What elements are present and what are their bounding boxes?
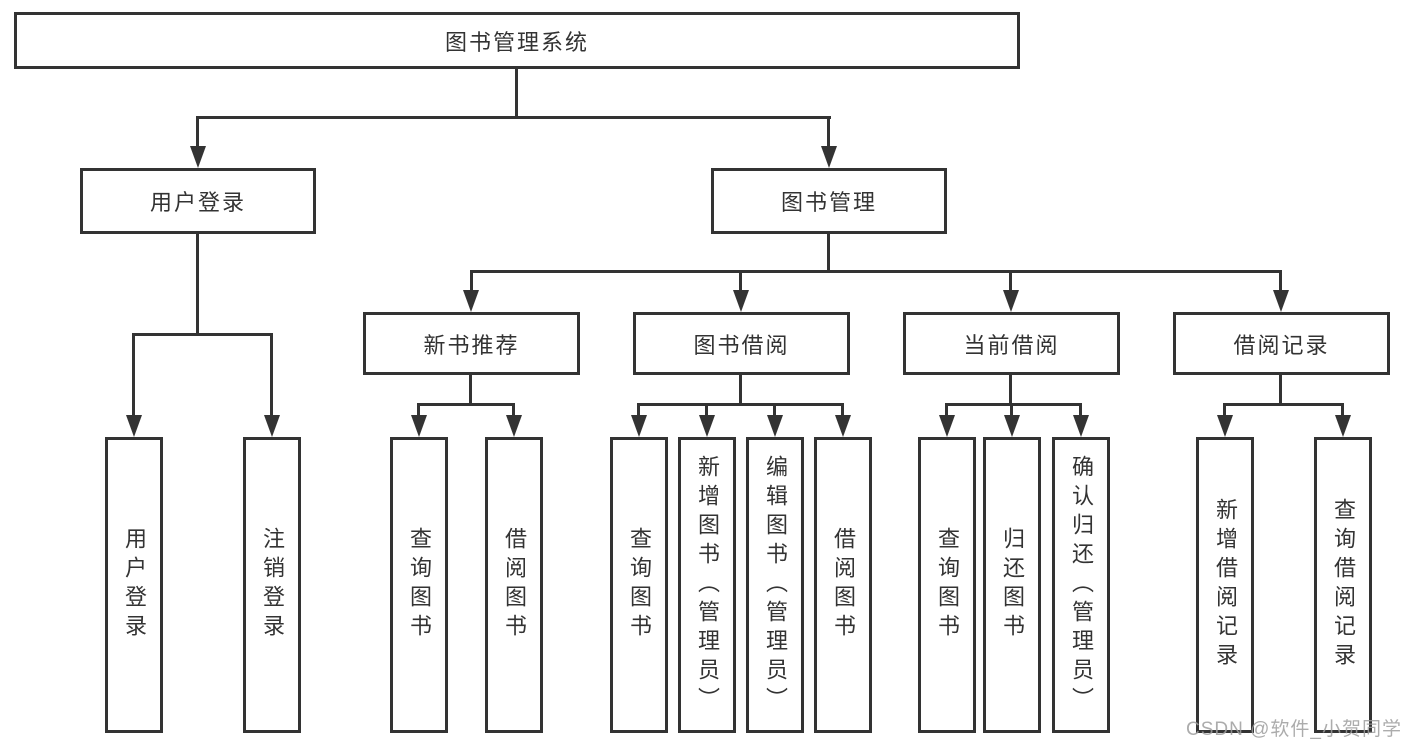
leaf-return-books-label: 归还图书 xyxy=(1000,527,1025,643)
connector-to-current-borrow xyxy=(1009,270,1012,292)
connector-to-rec-borrow xyxy=(512,403,515,417)
connector-to-book-borrow xyxy=(739,270,742,292)
connector-records-stem xyxy=(1279,375,1282,406)
connector-to-cur-query xyxy=(945,403,948,417)
connector-root-stem xyxy=(515,69,518,119)
arrowhead-book-borrow xyxy=(733,290,749,312)
leaf-logout-login: 注销登录 xyxy=(243,437,301,733)
connector-to-bor-edit xyxy=(773,403,776,417)
connector-to-user-login xyxy=(196,116,199,148)
leaf-borrow-books-borrow: 借阅图书 xyxy=(814,437,872,733)
connector-borrow-stem xyxy=(739,375,742,406)
leaf-edit-books-admin: 编辑图书（管理员） xyxy=(746,437,804,733)
connector-to-rec-query xyxy=(417,403,420,417)
leaf-query-books-borrow-label: 查询图书 xyxy=(627,527,652,643)
node-root-label: 图书管理系统 xyxy=(444,29,589,55)
arrowhead-book-management xyxy=(821,146,837,168)
connector-level3-rail xyxy=(470,270,1282,273)
connector-book-management-stem xyxy=(827,234,830,273)
arrowhead-bor-borrow xyxy=(835,415,851,437)
leaf-query-books-current-label: 查询图书 xyxy=(935,527,960,643)
arrowhead-leaf-user-login xyxy=(126,415,142,437)
leaf-add-books-admin: 新增图书（管理员） xyxy=(678,437,736,733)
arrowhead-user-login xyxy=(190,146,206,168)
connector-to-new-book-recommend xyxy=(470,270,473,292)
connector-to-leaf-user-login xyxy=(132,333,135,415)
leaf-edit-books-admin-label: 编辑图书（管理员） xyxy=(763,454,788,716)
connector-records-rail xyxy=(1223,403,1344,406)
node-borrow-records: 借阅记录 xyxy=(1173,312,1390,375)
connector-to-cur-confirm xyxy=(1079,403,1082,417)
leaf-logout-login-label: 注销登录 xyxy=(260,527,285,643)
connector-current-stem xyxy=(1009,375,1012,406)
connector-current-rail xyxy=(945,403,1082,406)
connector-to-leaf-logout xyxy=(270,333,273,415)
leaf-add-borrow-record: 新增借阅记录 xyxy=(1196,437,1254,733)
leaf-user-login-label: 用户登录 xyxy=(122,527,147,643)
node-current-borrow: 当前借阅 xyxy=(903,312,1120,375)
node-new-book-recommend-label: 新书推荐 xyxy=(423,332,520,358)
leaf-query-borrow-record: 查询借阅记录 xyxy=(1314,437,1372,733)
arrowhead-cur-query xyxy=(939,415,955,437)
arrowhead-log-add xyxy=(1217,415,1233,437)
connector-to-borrow-records xyxy=(1279,270,1282,292)
leaf-return-books: 归还图书 xyxy=(983,437,1041,733)
arrowhead-rec-query xyxy=(411,415,427,437)
arrowhead-current-borrow xyxy=(1003,290,1019,312)
node-current-borrow-label: 当前借阅 xyxy=(963,332,1060,358)
leaf-query-books-recommend: 查询图书 xyxy=(390,437,448,733)
connector-user-login-stem xyxy=(196,234,199,336)
arrowhead-borrow-records xyxy=(1273,290,1289,312)
arrowhead-cur-confirm xyxy=(1073,415,1089,437)
connector-borrow-rail xyxy=(637,403,844,406)
leaf-confirm-return-admin-label: 确认归还（管理员） xyxy=(1069,454,1094,716)
leaf-user-login: 用户登录 xyxy=(105,437,163,733)
connector-to-book-management xyxy=(827,116,830,148)
leaf-query-books-current: 查询图书 xyxy=(918,437,976,733)
connector-to-bor-add xyxy=(705,403,708,417)
leaf-confirm-return-admin: 确认归还（管理员） xyxy=(1052,437,1110,733)
node-book-borrow: 图书借阅 xyxy=(633,312,850,375)
arrowhead-leaf-logout xyxy=(264,415,280,437)
arrowhead-bor-add xyxy=(699,415,715,437)
leaf-query-borrow-record-label: 查询借阅记录 xyxy=(1331,498,1356,672)
node-root: 图书管理系统 xyxy=(14,12,1020,69)
node-book-borrow-label: 图书借阅 xyxy=(693,332,790,358)
connector-to-log-add xyxy=(1223,403,1226,417)
leaf-borrow-books-recommend: 借阅图书 xyxy=(485,437,543,733)
connector-level1-rail xyxy=(196,116,831,119)
csdn-watermark: CSDN @软件_小贺同学 xyxy=(1186,719,1402,740)
leaf-add-borrow-record-label: 新增借阅记录 xyxy=(1213,498,1238,672)
connector-to-bor-borrow xyxy=(841,403,844,417)
connector-to-cur-return xyxy=(1010,403,1013,417)
connector-to-bor-query xyxy=(637,403,640,417)
arrowhead-rec-borrow xyxy=(506,415,522,437)
connector-recommend-rail xyxy=(417,403,515,406)
leaf-add-books-admin-label: 新增图书（管理员） xyxy=(695,454,720,716)
node-user-login: 用户登录 xyxy=(80,168,316,234)
leaf-borrow-books-borrow-label: 借阅图书 xyxy=(831,527,856,643)
node-book-management-label: 图书管理 xyxy=(780,190,877,215)
arrowhead-bor-query xyxy=(631,415,647,437)
leaf-query-books-borrow: 查询图书 xyxy=(610,437,668,733)
leaf-query-books-recommend-label: 查询图书 xyxy=(407,527,432,643)
node-user-login-label: 用户登录 xyxy=(149,190,246,215)
connector-user-login-rail xyxy=(132,333,273,336)
arrowhead-cur-return xyxy=(1004,415,1020,437)
arrowhead-new-book-recommend xyxy=(463,290,479,312)
connector-recommend-stem xyxy=(469,375,472,406)
node-new-book-recommend: 新书推荐 xyxy=(363,312,580,375)
arrowhead-bor-edit xyxy=(767,415,783,437)
connector-to-log-query xyxy=(1341,403,1344,417)
node-borrow-records-label: 借阅记录 xyxy=(1233,332,1330,358)
arrowhead-log-query xyxy=(1335,415,1351,437)
leaf-borrow-books-recommend-label: 借阅图书 xyxy=(502,527,527,643)
node-book-management: 图书管理 xyxy=(711,168,947,234)
